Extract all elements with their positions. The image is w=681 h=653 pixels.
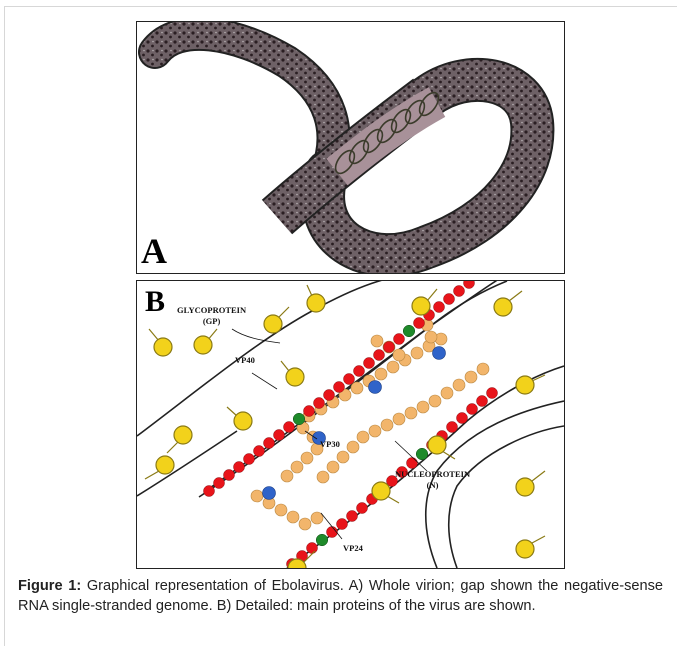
panel-b-protein-diagram: B GLYCOPROTEIN (GP) VP40 VP30 NUCLEOPROT… — [136, 280, 565, 569]
panel-b-label: B — [145, 287, 165, 317]
caption-label: Figure 1: — [18, 578, 81, 594]
vp24-label: VP24 — [343, 543, 363, 554]
panel-a-virion-illustration: A — [136, 21, 565, 274]
panel-a-label: A — [141, 233, 167, 269]
nucleoprotein-label-line1: NUCLEOPROTEIN — [395, 469, 470, 480]
virion-drawing — [137, 22, 564, 273]
glycoprotein-label-line1: GLYCOPROTEIN — [177, 305, 246, 316]
glycoprotein-label: GLYCOPROTEIN (GP) — [177, 305, 246, 326]
nucleoprotein-label-line2: (N) — [395, 480, 470, 491]
figure-caption: Figure 1: Graphical representation of Eb… — [18, 576, 663, 616]
nucleoprotein-label: NUCLEOPROTEIN (N) — [395, 469, 470, 490]
vp30-label: VP30 — [320, 439, 340, 450]
vp40-label: VP40 — [235, 355, 255, 366]
glycoprotein-label-line2: (GP) — [177, 316, 246, 327]
caption-text: Graphical representation of Ebolavirus. … — [18, 578, 663, 614]
